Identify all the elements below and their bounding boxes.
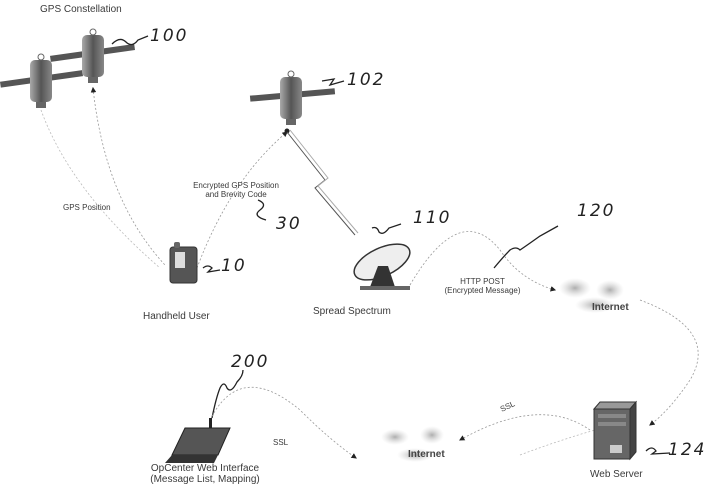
encrypted-label: Encrypted GPS Position and Brevity Code xyxy=(176,181,296,199)
link-encrypted xyxy=(196,131,288,269)
satellite-dish-icon xyxy=(353,243,411,290)
ref-leader-200 xyxy=(211,369,244,419)
ref-30: 30 xyxy=(276,214,302,234)
ref-110: 110 xyxy=(413,208,452,228)
ref-120: 120 xyxy=(577,201,616,221)
ref-100: 100 xyxy=(150,26,189,46)
laptop-icon xyxy=(165,418,231,463)
satellite-icon-left xyxy=(0,53,84,108)
ref-leader-124 xyxy=(645,447,671,455)
internet-label-2: Internet xyxy=(408,449,445,460)
gps-constellation-label: GPS Constellation xyxy=(40,4,122,15)
internet-cloud-icon-1 xyxy=(559,278,624,313)
internet-cloud-icon-2 xyxy=(381,426,444,462)
satellite-icon-right xyxy=(49,28,135,83)
ref-102: 102 xyxy=(347,70,386,90)
ref-10: 10 xyxy=(221,256,247,276)
ref-124: 124 xyxy=(668,440,707,460)
spread-spectrum-label: Spread Spectrum xyxy=(313,306,391,317)
http-post-line2: (Encrypted Message) xyxy=(444,286,521,295)
encrypted-label-line2: and Brevity Code xyxy=(205,190,267,199)
link-gps-position-2 xyxy=(40,109,161,269)
ref-leader-30 xyxy=(256,199,267,221)
opcenter-label-line2: (Message List, Mapping) xyxy=(150,474,260,485)
gps-position-label: GPS Position xyxy=(63,203,111,212)
link-ssl-1 xyxy=(459,414,591,441)
handheld-device-icon xyxy=(169,242,198,284)
web-server-icon xyxy=(592,400,638,461)
link-ssl-2 xyxy=(209,387,357,459)
ref-leader-102 xyxy=(321,78,345,87)
encrypted-label-line1: Encrypted GPS Position xyxy=(193,181,279,190)
http-post-label: HTTP POST (Encrypted Message) xyxy=(430,277,535,295)
ref-leader-10 xyxy=(202,265,221,273)
web-server-label: Web Server xyxy=(590,469,643,480)
ref-leader-120 xyxy=(493,225,559,269)
ssl-label-2: SSL xyxy=(273,438,289,447)
satellite-icon-relay xyxy=(249,70,336,134)
ref-leader-110 xyxy=(371,223,402,234)
link-internet-to-server xyxy=(639,299,699,426)
ref-200: 200 xyxy=(231,352,270,372)
opcenter-label: OpCenter Web Interface (Message List, Ma… xyxy=(130,463,280,485)
opcenter-label-line1: OpCenter Web Interface xyxy=(150,463,260,474)
ref-leader-100 xyxy=(111,35,149,46)
internet-label-1: Internet xyxy=(592,302,629,313)
link-gps-position xyxy=(90,86,166,266)
link-http-post xyxy=(409,231,557,292)
http-post-line1: HTTP POST xyxy=(460,277,505,286)
handheld-user-label: Handheld User xyxy=(143,311,210,322)
